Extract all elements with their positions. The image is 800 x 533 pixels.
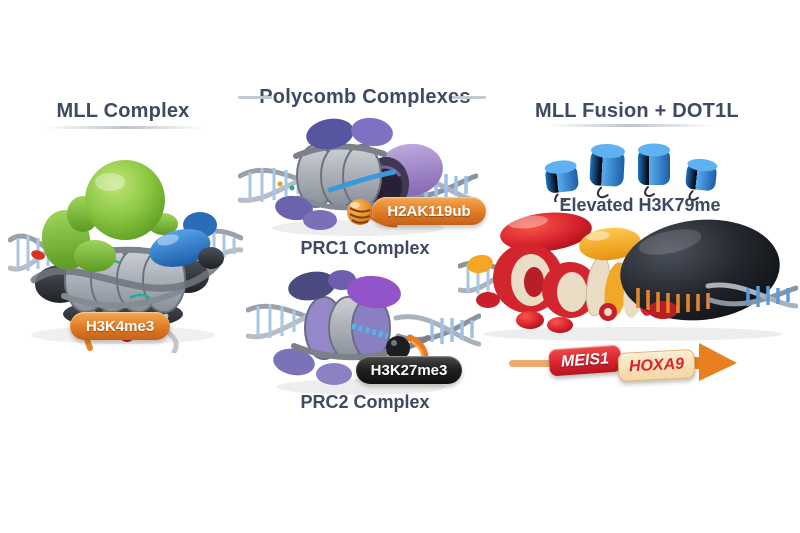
h3k27me3-badge: H3K27me3 [356,356,462,384]
meis1-gene-badge: MEIS1 [548,344,622,377]
mll-title-divider [45,126,205,129]
elevated-h3k79me-label: Elevated H3K79me [559,195,721,215]
prc2-complex-illustration [246,270,481,395]
polycomb-title-dash-left [238,96,272,99]
polycomb-section-title: Polycomb Complexes [259,86,471,108]
polycomb-title-dash-right [452,96,486,99]
h2ak119ub-badge: H2AK119ub [372,197,486,225]
cylinder-icon [589,143,625,199]
prc2-label: PRC2 Complex [300,392,430,412]
mll-section-title: MLL Complex [56,100,190,122]
prc2-core [273,270,431,385]
dna-right-icon [705,282,798,309]
ubiquitin-icon [347,199,398,228]
cylinder-icon [544,160,579,202]
cylinder-icon [685,158,718,201]
cylinder-icon [638,143,670,197]
h3k4me3-badge: H3K4me3 [70,312,170,340]
mll-fusion-dot1l-illustration [458,212,798,341]
hoxa9-gene-badge: HOXA9 [617,349,696,382]
mll-subunits [41,160,224,272]
fusion-section-title: MLL Fusion + DOT1L [535,100,739,122]
h3k79me-cylinders-icon [544,143,718,202]
mll-complex-illustration [8,160,243,353]
prc1-label: PRC1 Complex [300,238,430,258]
red-nucleosome-cluster [467,212,598,333]
dot1l-black-subunit [620,219,780,321]
fusion-title-divider [546,124,714,127]
